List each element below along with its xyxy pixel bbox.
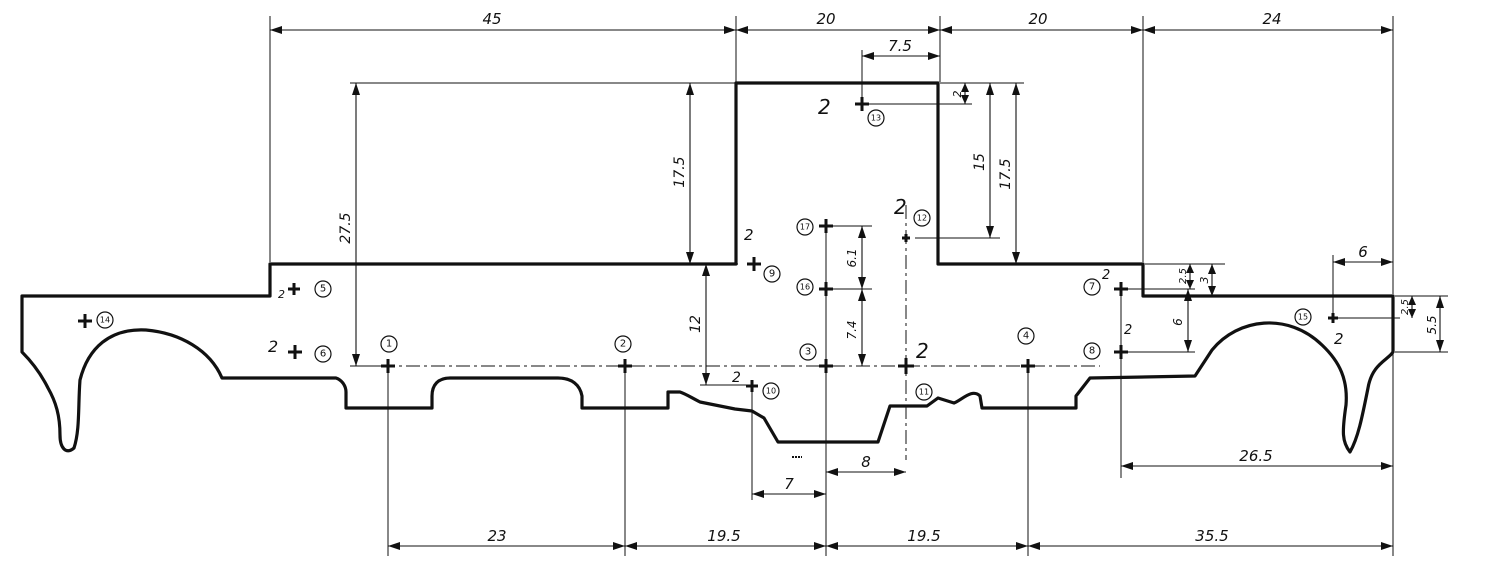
hole-6: 6 [288,345,332,363]
dim-bottom-35-5: 35.5 [1195,527,1228,545]
hole-9: 9 [747,257,781,283]
dim-6-1: 6.1 [845,248,859,267]
hole-14: 14 [78,311,114,329]
size-mark-6: 2 [268,337,278,356]
hole-label-11: 11 [919,388,929,397]
hole-label-12: 12 [917,214,927,223]
hole-16: 16 [796,278,833,296]
hole-label-15: 15 [1298,313,1308,322]
hole-size-marks: 2 2 2 2 2 2 2 2 2 2 [268,95,1344,386]
hole-4: 4 [1017,327,1035,373]
dimension-lines [270,29,1441,547]
dim-top-20b: 20 [1028,10,1047,28]
hole-10: 10 [746,380,780,400]
hole-8: 8 [1083,342,1128,360]
dim-17-5-left: 17.5 [672,156,688,187]
dim-bottom-19-5b: 19.5 [907,527,940,545]
dim-7-4: 7.4 [845,320,859,339]
size-mark-8: 2 [1124,323,1132,338]
dim-2-5a: 2.5 [1178,268,1189,284]
dim-8: 8 [861,453,871,471]
dim-bottom-19-5a: 19.5 [707,527,740,545]
dimension-texts: 45 20 20 24 7.5 23 19.5 19.5 35.5 26.5 8… [338,10,1439,545]
dim-26-5: 26.5 [1239,447,1272,465]
dim-bottom-23: 23 [487,527,506,545]
hole-15: 15 [1294,308,1338,326]
size-mark-13: 2 [818,95,831,119]
hole-label-8: 8 [1089,346,1095,357]
size-mark-11: 2 [916,339,929,363]
hole-label-17: 17 [800,223,810,232]
hole-7: 7 [1083,278,1128,296]
hole-3: 3 [799,343,833,373]
hole-label-16: 16 [800,283,810,292]
hole-label-3: 3 [805,347,811,358]
hole-label-9: 9 [769,269,775,280]
extension-lines [269,16,1448,556]
dim-6-top-right: 6 [1358,243,1368,261]
size-mark-9: 2 [744,226,754,244]
hole-label-10: 10 [766,387,776,396]
hole-label-6: 6 [320,349,326,360]
hole-12: 12 [902,209,931,242]
hole-label-2: 2 [620,339,626,350]
arrowheads [270,26,1444,550]
size-mark-15: 2 [1334,330,1344,348]
dim-17-5-right: 17.5 [998,158,1014,189]
hole-2: 2 [614,335,632,373]
size-mark-7: 2 [1102,268,1110,283]
hole-11: 11 [898,358,933,401]
hole-1: 1 [380,335,398,373]
hole-label-1: 1 [386,339,392,350]
part-outline [20,81,1395,454]
dim-27-5: 27.5 [338,212,354,243]
hole-label-14: 14 [100,316,110,325]
size-mark-12: 2 [894,195,907,219]
holes: 1 2 3 4 5 6 7 [78,97,1338,401]
dim-15: 15 [972,153,988,171]
hole-13: 13 [855,97,885,127]
dim-2-5b: 2.5 [1400,299,1411,315]
dim-2-top: 2 [951,91,964,98]
dim-7-5: 7.5 [888,37,912,55]
size-mark-5: 2 [278,288,285,301]
dim-3: 3 [1198,277,1211,284]
hole-17: 17 [796,218,833,236]
dim-top-45: 45 [482,10,501,28]
hole-label-5: 5 [320,284,326,295]
dim-7: 7 [784,475,794,493]
dim-6-mid: 6 [1171,318,1185,326]
dim-12: 12 [688,315,704,333]
dim-5-5: 5.5 [1425,315,1439,334]
size-mark-10: 2 [732,370,741,386]
hole-label-4: 4 [1023,331,1029,342]
dim-top-24: 24 [1262,10,1281,28]
dim-top-20a: 20 [816,10,835,28]
hole-label-13: 13 [871,114,881,123]
hole-5: 5 [288,280,332,298]
hole-label-7: 7 [1089,282,1095,293]
